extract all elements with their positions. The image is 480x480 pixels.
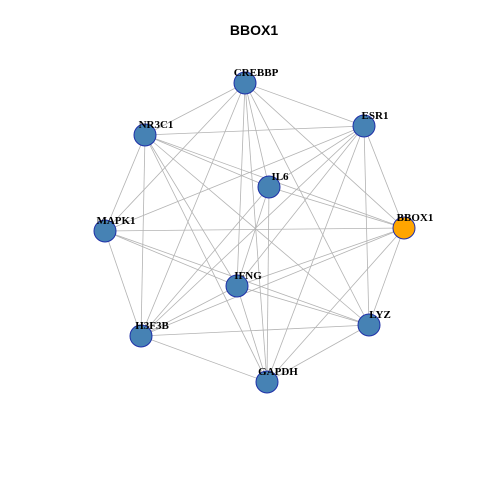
edge-bbox1-gapdh — [266, 227, 405, 383]
edge-ifng-h3f3b — [140, 285, 238, 337]
edge-esr1-mapk1 — [104, 125, 365, 232]
edge-ifng-lyz — [236, 285, 370, 326]
node-bbox1[interactable] — [392, 216, 416, 240]
edge-nr3c1-il6 — [144, 134, 270, 188]
node-nr3c1[interactable] — [133, 123, 157, 147]
node-h3f3b[interactable] — [129, 324, 153, 348]
nodes-layer — [93, 71, 416, 394]
node-label-bbox1: BBOX1 — [397, 212, 434, 224]
edge-bbox1-h3f3b — [140, 227, 405, 337]
edge-ifng-gapdh — [236, 285, 268, 383]
edge-mapk1-bbox1 — [104, 227, 405, 232]
edge-crebbp-mapk1 — [104, 82, 246, 232]
edge-esr1-bbox1 — [363, 125, 405, 229]
node-label-mapk1: MAPK1 — [96, 215, 135, 227]
edge-esr1-gapdh — [266, 125, 365, 383]
node-crebbp[interactable] — [233, 71, 257, 95]
edge-nr3c1-mapk1 — [104, 134, 146, 232]
node-ifng[interactable] — [225, 274, 249, 298]
edge-crebbp-nr3c1 — [144, 82, 246, 136]
node-label-lyz: LYZ — [369, 309, 391, 321]
edge-il6-h3f3b — [140, 186, 270, 337]
edge-esr1-lyz — [363, 125, 370, 326]
node-mapk1[interactable] — [93, 219, 117, 243]
edge-il6-gapdh — [266, 186, 270, 383]
edge-nr3c1-h3f3b — [140, 134, 146, 337]
edge-bbox1-lyz — [368, 227, 405, 326]
node-label-crebbp: CREBBP — [234, 67, 279, 79]
edge-esr1-il6 — [268, 125, 365, 188]
node-label-nr3c1: NR3C1 — [139, 119, 174, 131]
edge-lyz-h3f3b — [140, 324, 370, 337]
node-lyz[interactable] — [357, 313, 381, 337]
edge-nr3c1-lyz — [144, 134, 370, 326]
node-label-esr1: ESR1 — [362, 110, 389, 122]
edge-crebbp-lyz — [244, 82, 370, 326]
node-esr1[interactable] — [352, 114, 376, 138]
edge-h3f3b-gapdh — [140, 335, 268, 383]
edge-mapk1-h3f3b — [104, 230, 142, 337]
diagram-title: BBOX1 — [230, 22, 278, 38]
edge-il6-bbox1 — [268, 186, 405, 229]
node-label-h3f3b: H3F3B — [135, 320, 169, 332]
edge-mapk1-ifng — [104, 230, 238, 287]
edge-nr3c1-gapdh — [144, 134, 268, 383]
edge-nr3c1-ifng — [144, 134, 238, 287]
node-label-gapdh: GAPDH — [258, 366, 298, 378]
edge-esr1-h3f3b — [140, 125, 365, 337]
edge-esr1-ifng — [236, 125, 365, 287]
edge-crebbp-gapdh — [244, 82, 268, 383]
edge-crebbp-ifng — [236, 82, 246, 287]
node-label-il6: IL6 — [271, 171, 289, 183]
edge-crebbp-il6 — [244, 82, 270, 188]
node-gapdh[interactable] — [255, 370, 279, 394]
edge-lyz-gapdh — [266, 324, 370, 383]
edge-crebbp-h3f3b — [140, 82, 246, 337]
edges-layer — [104, 82, 405, 383]
edge-crebbp-esr1 — [244, 82, 365, 127]
edge-il6-ifng — [236, 186, 270, 287]
node-label-ifng: IFNG — [234, 270, 262, 282]
edge-crebbp-bbox1 — [244, 82, 405, 229]
edge-bbox1-ifng — [236, 227, 405, 287]
node-il6[interactable] — [257, 175, 281, 199]
edge-esr1-nr3c1 — [144, 125, 365, 136]
